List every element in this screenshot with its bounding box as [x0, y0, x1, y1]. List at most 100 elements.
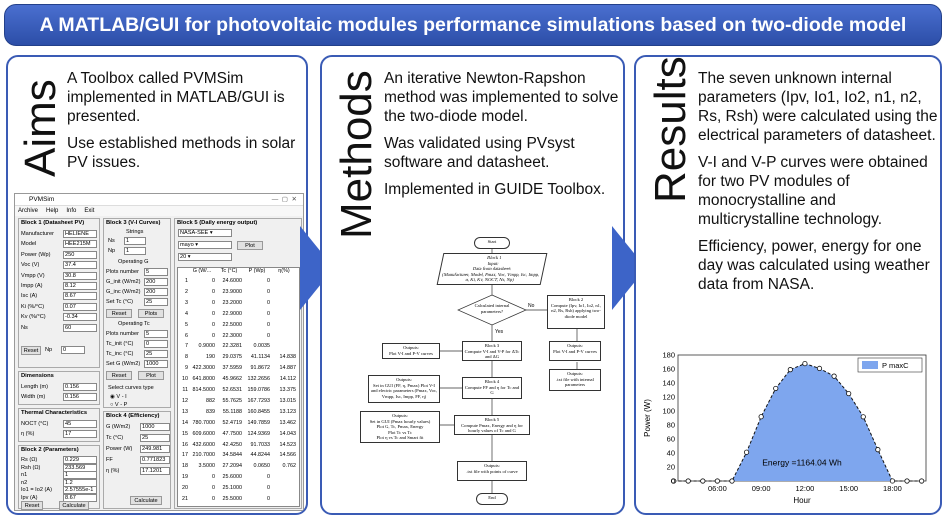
b5-cell: 0.9000: [198, 343, 216, 350]
b1-2-label: Power (Wp): [21, 251, 51, 258]
b5-cell: 0: [267, 321, 270, 328]
b1-4-field[interactable]: 30.8: [63, 271, 97, 280]
data-point: [758, 414, 764, 420]
b1-9-field[interactable]: 60: [63, 323, 97, 332]
b5-cell: 52.4719: [222, 419, 243, 426]
b5-cell: 1: [185, 278, 188, 284]
b5-cell: 159.0786: [247, 387, 270, 393]
window-controls[interactable]: — ▢ ✕: [271, 196, 297, 203]
b2-3-field[interactable]: 1.2: [63, 478, 97, 487]
b2-0-field[interactable]: 0.229: [63, 456, 97, 464]
b5-header-3: P (Wp): [248, 268, 266, 274]
b4-calculate-button[interactable]: Calculate: [130, 496, 162, 505]
b5-day-select[interactable]: 20 ▾: [178, 253, 232, 261]
b1-np-field[interactable]: 0: [61, 346, 85, 354]
results-p2: V-I and V-P curves were obtained for two…: [698, 154, 928, 228]
b5-month-select[interactable]: mayo ▾: [178, 241, 232, 249]
b1-7-field[interactable]: 0.07: [63, 302, 97, 311]
b3-reset2-button[interactable]: Reset: [106, 371, 132, 380]
therm-0-field[interactable]: 45: [63, 420, 97, 428]
therm-1-label: η (%): [21, 431, 35, 437]
b1-8-field[interactable]: -0.34: [63, 313, 97, 322]
b3-plots-field[interactable]: 5: [144, 268, 168, 276]
b1-6-field[interactable]: 8.67: [63, 292, 97, 301]
b3-tcinc-field[interactable]: 25: [144, 350, 168, 358]
flow-block2: Block 2 Compute (Ipv, Io1, Io2, n1, n2, …: [547, 295, 605, 329]
dim-0-field[interactable]: 0.156: [63, 383, 97, 391]
b3-ns-field[interactable]: 1: [124, 237, 146, 245]
data-point: [860, 414, 866, 420]
b1-1-field[interactable]: HEE215M: [63, 240, 97, 249]
data-point: [700, 478, 706, 484]
b3-radio-vi[interactable]: ◉ V - I: [110, 394, 127, 400]
results-p3: Efficiency, power, energy for one day wa…: [698, 238, 930, 293]
b2-calculate-button[interactable]: Calculate: [59, 501, 89, 510]
dim-1-field[interactable]: 0.156: [63, 393, 97, 401]
b5-cell: 12: [182, 397, 188, 404]
b3-radio-vp[interactable]: ○ V - P: [110, 402, 128, 408]
b5-cell: 0: [212, 278, 215, 284]
b5-cell: 14.043: [279, 430, 297, 437]
b1-5-field[interactable]: 8.12: [63, 282, 97, 290]
results-text: The seven unknown internal parameters (I…: [698, 69, 938, 302]
flow-decision-text: Calculated internal parameters?: [474, 303, 510, 314]
b2-2-label: n1: [21, 472, 28, 479]
flow-outtxt: Outputs: .txt file with points of curve: [457, 461, 527, 481]
b5-cell: 0: [212, 485, 215, 492]
b2-2-field[interactable]: 1: [63, 471, 97, 480]
b4-4-field[interactable]: 17.1201: [140, 467, 170, 475]
b2-reset-button[interactable]: Reset: [21, 501, 43, 510]
b1-reset-button[interactable]: Reset: [21, 346, 41, 355]
b5-cell: 44.8244: [250, 452, 271, 459]
flow-end: End: [476, 493, 508, 505]
b3-plot2-button[interactable]: Plot: [138, 371, 164, 380]
b2-1-field[interactable]: 233.569: [63, 463, 97, 472]
b3-ginit-field[interactable]: 200: [144, 278, 168, 286]
b3-setg-field[interactable]: 1000: [144, 360, 168, 368]
b5-plot-button[interactable]: Plot: [237, 241, 263, 250]
b2-4-field[interactable]: 2.57555e-1: [63, 486, 97, 495]
menu-item-archive[interactable]: Archive: [18, 208, 39, 214]
b3-plots-button[interactable]: Plots: [138, 309, 164, 318]
therm-0-label: NOCT (°C): [21, 421, 49, 427]
flow-block3: Block 3 Compute V-I and V-P for ΔTc and …: [462, 341, 522, 361]
menu-item-help[interactable]: Help: [46, 208, 59, 214]
menu-item-info[interactable]: Info: [66, 208, 77, 214]
b5-cell: 609.6000: [192, 430, 215, 437]
b5-cell: 91.8672: [250, 365, 271, 372]
b5-cell: 55.1188: [222, 408, 242, 415]
b1-3-field[interactable]: 37.4: [63, 261, 97, 270]
therm-1-field[interactable]: 17: [63, 430, 97, 438]
flow-decision: [457, 294, 527, 326]
b3-plots2-field[interactable]: 5: [144, 330, 168, 338]
aims-heading: Aims: [16, 79, 65, 177]
b3-tcinit-field[interactable]: 0: [144, 340, 168, 348]
b5-cell: 7: [185, 343, 188, 350]
data-point: [816, 365, 823, 372]
b5-cell: 25.1000: [222, 485, 243, 492]
b4-0-field[interactable]: 1000: [140, 423, 170, 431]
b4-1-field[interactable]: 25: [140, 434, 170, 442]
b1-2-field[interactable]: 250: [63, 250, 97, 259]
b1-5-label: Impp (A): [21, 283, 43, 289]
b3-reset-button[interactable]: Reset: [106, 309, 132, 318]
b5-cell: 5: [185, 321, 188, 328]
b5-cell: 149.7859: [247, 419, 270, 426]
b4-3-field[interactable]: 0.771823: [140, 456, 170, 464]
b4-2-label: Power (W): [106, 446, 133, 452]
b5-cell: 52.6531: [222, 387, 243, 393]
b3-np-field[interactable]: 1: [124, 247, 146, 255]
b5-cell: 8: [185, 354, 188, 361]
b3-curves-title: Select curves type: [108, 385, 154, 391]
y-tick-label: 180: [662, 351, 675, 360]
b5-source-select[interactable]: NASA-SEE ▾: [178, 229, 232, 237]
b1-0-field[interactable]: HELIENE: [63, 230, 97, 238]
b3-ginc-field[interactable]: 200: [144, 288, 168, 296]
b4-2-field[interactable]: 249.981: [140, 445, 170, 453]
block1-title: Block 1 (Datasheet PV): [21, 220, 85, 226]
menu-item-exit[interactable]: Exit: [84, 208, 95, 214]
b5-cell: 34.5844: [222, 452, 243, 459]
b3-settc-field[interactable]: 25: [144, 298, 168, 306]
